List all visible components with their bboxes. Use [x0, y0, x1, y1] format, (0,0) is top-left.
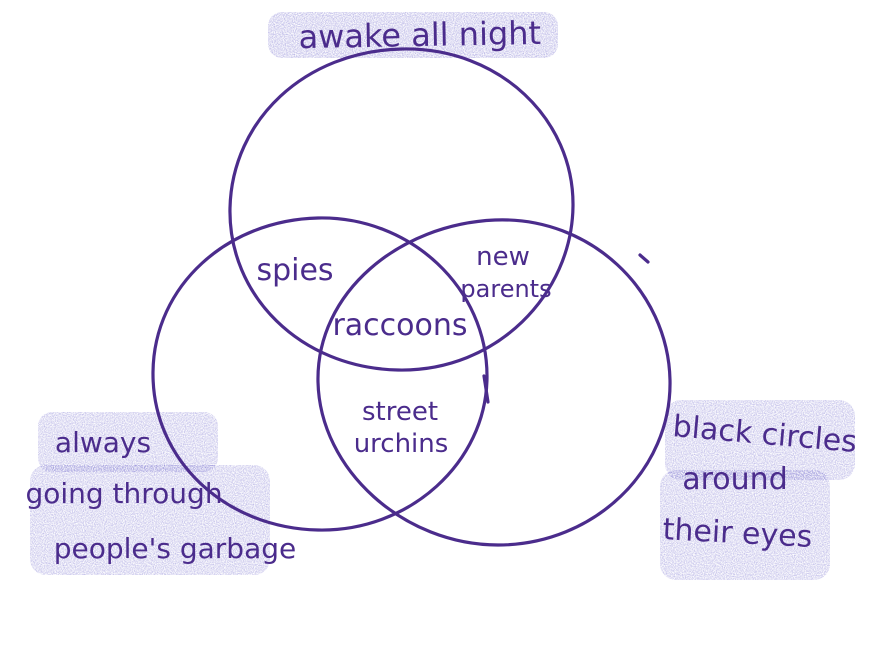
right-label-highlight: [665, 400, 855, 480]
intersection-center-label: raccoons: [332, 308, 467, 343]
intersection-top-left-label: spies: [256, 253, 333, 288]
intersection-left-right-label-line-1: street: [362, 397, 438, 427]
left-set-label-line-3: people's garbage: [54, 532, 296, 565]
circle-right-tail: [638, 253, 650, 264]
venn-circles: [151, 47, 672, 547]
right-label-highlight-2: [660, 470, 830, 580]
intersection-left-right-label-line-2: urchins: [354, 429, 449, 459]
right-set-label-line-2: around: [682, 462, 787, 497]
intersection-top-right-label-line-2: parents: [460, 275, 551, 303]
left-label-highlight: [38, 412, 218, 472]
circle-right: [316, 218, 672, 547]
left-set-label-line-1: always: [55, 426, 151, 459]
circle-left-tick: [482, 374, 490, 404]
circle-top: [228, 47, 575, 372]
left-set-label-line-2: going through: [25, 477, 222, 510]
right-set-label-line-3: their eyes: [662, 512, 813, 555]
intersection-labels: spies new parents raccoons street urchin…: [256, 242, 551, 459]
circle-left: [151, 216, 489, 532]
intersection-top-right-label-line-1: new: [476, 242, 530, 272]
top-set-label: awake all night: [298, 14, 541, 56]
top-label-highlight: [268, 12, 558, 58]
